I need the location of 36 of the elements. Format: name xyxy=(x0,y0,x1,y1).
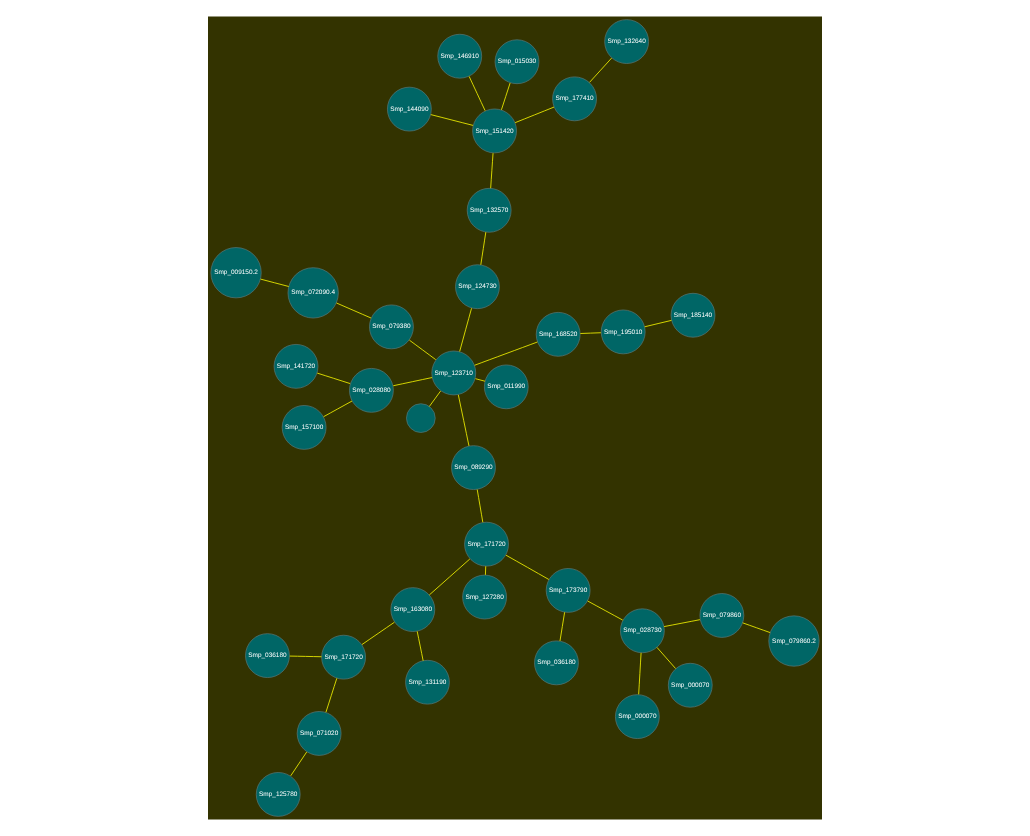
connector xyxy=(290,751,308,777)
connector xyxy=(392,377,433,387)
connector xyxy=(323,400,353,418)
connector xyxy=(474,341,538,366)
connector xyxy=(459,307,472,352)
connector xyxy=(638,652,642,695)
connector xyxy=(663,619,701,627)
connector xyxy=(430,114,474,126)
connector xyxy=(428,390,441,407)
connector xyxy=(457,394,470,447)
connector xyxy=(409,339,437,361)
connector xyxy=(475,378,486,382)
connector xyxy=(742,622,771,633)
connector xyxy=(468,76,486,112)
connector xyxy=(361,621,395,645)
connector xyxy=(559,611,566,642)
connector xyxy=(485,565,487,576)
connector xyxy=(416,630,424,662)
connector xyxy=(428,558,471,596)
connector xyxy=(490,152,494,189)
connector xyxy=(480,231,487,266)
connector xyxy=(501,82,511,111)
connector xyxy=(505,554,550,580)
connector xyxy=(260,278,290,287)
connector xyxy=(476,489,484,523)
connector xyxy=(336,302,372,319)
connector xyxy=(644,319,672,328)
connector xyxy=(579,332,602,334)
node-circle xyxy=(406,403,436,433)
connector xyxy=(656,647,676,669)
connector xyxy=(589,57,613,83)
connector xyxy=(289,655,322,658)
connector xyxy=(316,372,351,384)
connector xyxy=(325,677,338,713)
connector xyxy=(514,106,555,124)
connector xyxy=(587,600,624,621)
